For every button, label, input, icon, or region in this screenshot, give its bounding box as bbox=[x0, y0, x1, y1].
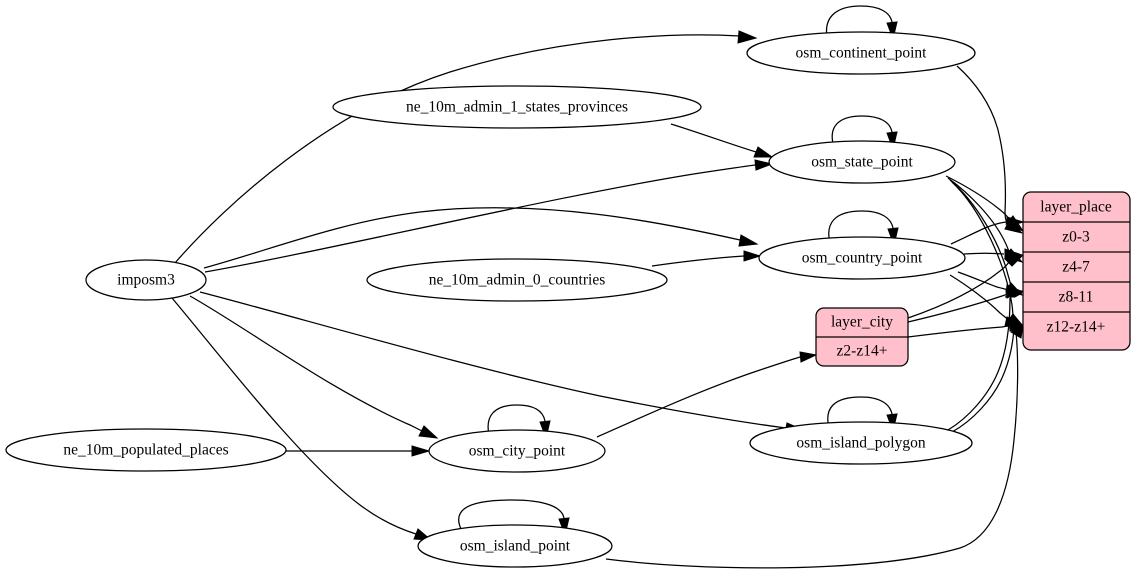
record-layer-place-title: layer_place bbox=[1040, 199, 1112, 216]
node-osm-continent-point-label: osm_continent_point bbox=[796, 45, 928, 62]
edge-ne-admin1-to-osm-state-point bbox=[670, 123, 774, 158]
edge-layer bbox=[171, 5, 1025, 569]
node-ne-10m-admin-0-countries[interactable]: ne_10m_admin_0_countries bbox=[366, 258, 668, 302]
node-osm-city-point-label: osm_city_point bbox=[469, 443, 566, 460]
node-osm-continent-point[interactable]: osm_continent_point bbox=[746, 31, 976, 75]
node-osm-island-polygon-label: osm_island_polygon bbox=[796, 435, 925, 452]
edge-imposm3-to-osm-city-point bbox=[189, 295, 439, 439]
node-ne-populated-label: ne_10m_populated_places bbox=[63, 442, 228, 459]
self-loop-osm-city-point bbox=[487, 404, 551, 440]
edge-osm-city-point-to-layer-city-z2-z14 bbox=[596, 351, 818, 438]
edge-osm-island-polygon-to-layer-place-z12-z14 bbox=[951, 324, 1024, 433]
edge-imposm3-to-osm-country-point bbox=[203, 207, 759, 269]
record-node-layer-city[interactable]: layer_city z2-z14+ bbox=[815, 307, 909, 367]
record-layer-place-row-z8-11[interactable]: z8-11 bbox=[1059, 289, 1094, 306]
record-node-layer-place[interactable]: layer_place z0-3 z4-7 z8-11 z12-z14+ bbox=[1022, 191, 1131, 351]
record-layer-city-title: layer_city bbox=[831, 314, 893, 331]
edge-imposm3-to-osm-state-point bbox=[204, 159, 774, 273]
edge-imposm3-to-osm-island-point bbox=[171, 297, 433, 541]
self-loop-osm-continent-point bbox=[825, 5, 898, 41]
self-loop-osm-country-point bbox=[828, 210, 899, 247]
edge-layer-city-to-layer-place-z4-7 bbox=[907, 255, 1024, 319]
node-osm-state-point[interactable]: osm_state_point bbox=[768, 140, 956, 184]
record-layer: layer_place z0-3 z4-7 z8-11 z12-z14+ lay… bbox=[815, 191, 1131, 367]
node-osm-country-point[interactable]: osm_country_point bbox=[758, 236, 966, 280]
node-imposm3-label: imposm3 bbox=[117, 272, 175, 289]
edge-osm-island-polygon-to-layer-place-z8-11 bbox=[947, 292, 1023, 431]
node-layer: imposm3 ne_10m_admin_1_states_provinces … bbox=[5, 31, 976, 568]
node-imposm3[interactable]: imposm3 bbox=[85, 259, 207, 301]
self-loop-osm-state-point bbox=[831, 115, 898, 151]
node-osm-city-point[interactable]: osm_city_point bbox=[428, 429, 606, 473]
record-layer-place-row-z0-3[interactable]: z0-3 bbox=[1062, 229, 1090, 246]
edge-ne-admin0-to-osm-country-point bbox=[651, 250, 762, 267]
edge-layer-city-to-layer-place-z12-z14 bbox=[907, 320, 1025, 338]
node-ne-admin0-label: ne_10m_admin_0_countries bbox=[429, 272, 606, 289]
node-osm-island-point[interactable]: osm_island_point bbox=[417, 524, 613, 568]
edge-osm-state-point-to-layer-place-z8-11 bbox=[949, 179, 1024, 296]
node-osm-state-point-label: osm_state_point bbox=[811, 154, 913, 171]
record-layer-place-row-z12-z14[interactable]: z12-z14+ bbox=[1047, 319, 1106, 336]
node-osm-island-point-label: osm_island_point bbox=[460, 538, 571, 555]
edge-imposm3-to-osm-continent-point bbox=[174, 30, 758, 264]
node-osm-island-polygon[interactable]: osm_island_polygon bbox=[749, 421, 973, 465]
node-ne-admin1-label: ne_10m_admin_1_states_provinces bbox=[406, 99, 628, 116]
record-layer-city-row-z2-z14[interactable]: z2-z14+ bbox=[837, 343, 888, 360]
edge-ne-populated-to-osm-city-point bbox=[286, 445, 431, 457]
node-ne-10m-populated-places[interactable]: ne_10m_populated_places bbox=[5, 428, 287, 472]
edge-layer-city-to-layer-place-z8-11 bbox=[907, 288, 1024, 323]
record-layer-place-row-z4-7[interactable]: z4-7 bbox=[1062, 259, 1090, 276]
edge-osm-country-point-to-layer-place-z0-3 bbox=[950, 216, 1025, 245]
node-ne-10m-admin-1-states-provinces[interactable]: ne_10m_admin_1_states_provinces bbox=[332, 85, 702, 129]
node-osm-country-point-label: osm_country_point bbox=[802, 250, 923, 267]
edge-imposm3-to-osm-island-polygon bbox=[199, 291, 805, 434]
edge-osm-continent-point-to-layer-place-z0-3 bbox=[956, 65, 1024, 234]
